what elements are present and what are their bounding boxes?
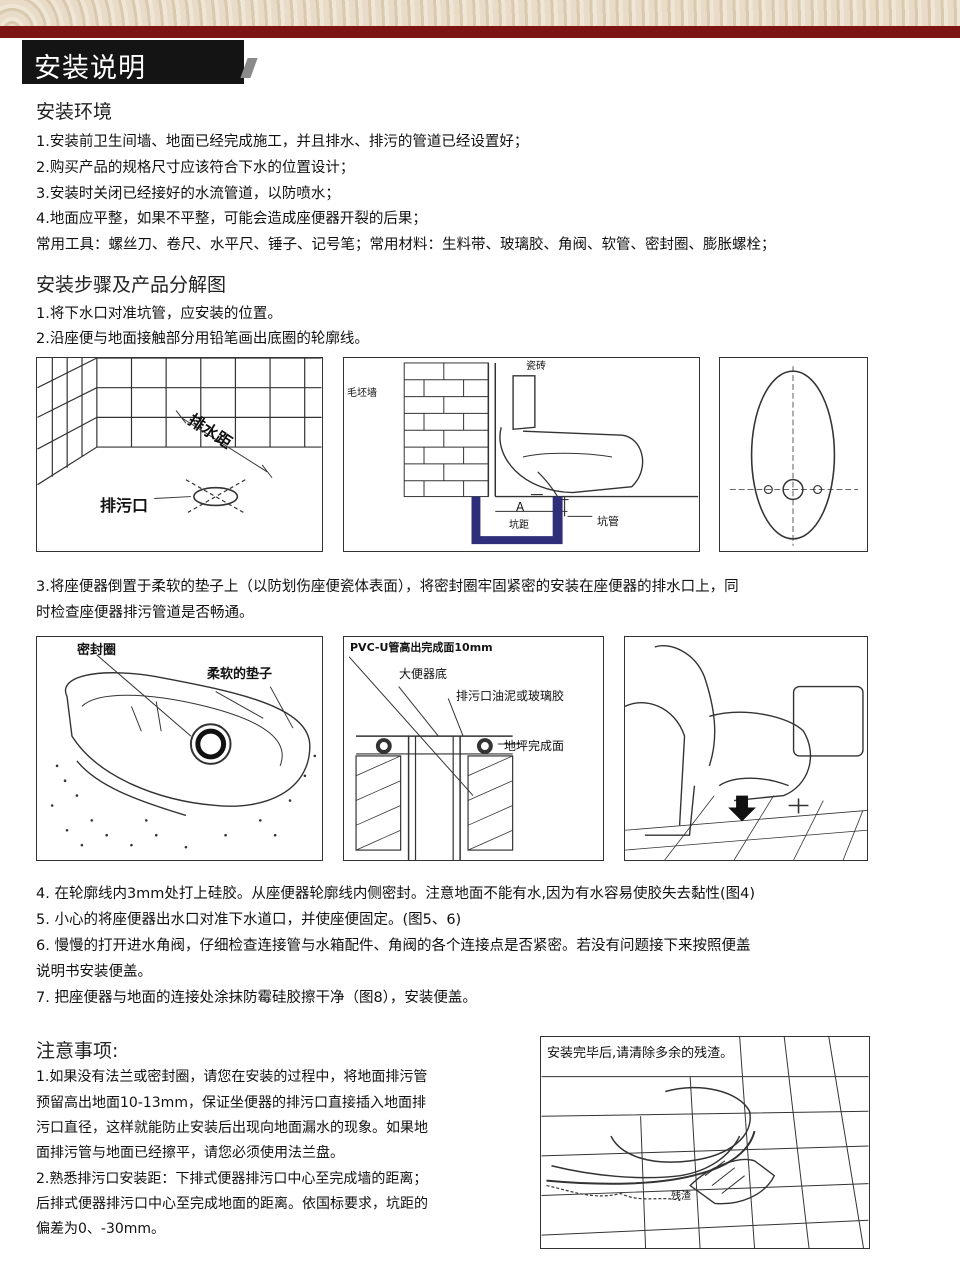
figure-placing-toilet bbox=[624, 636, 868, 861]
env-line-1: 1.安装前卫生间墙、地面已经完成施工，并且排水、排污的管道已经设置好； bbox=[36, 134, 529, 150]
cleanup-caption: 安装完毕后,请清除多余的残渣。 bbox=[547, 1046, 734, 1061]
env-heading: 安装环境 bbox=[36, 101, 113, 123]
note-line-2: 预留高出地面10-13mm，保证坐便器的排污口直接插入地面排 bbox=[36, 1095, 426, 1111]
pit-distance-label: 坑距 bbox=[509, 520, 529, 531]
note-line-1: 1.如果没有法兰或密封圈，请您在安装的过程中，将地面排污管 bbox=[36, 1069, 428, 1085]
figure-cleanup: 安装完毕后,请清除多余的残渣。 残渣 bbox=[540, 1036, 870, 1249]
step-6-line-1: 6. 慢慢的打开进水角阀，仔细检查连接管与水箱配件、角阀的各个连接点是否紧密。若… bbox=[36, 938, 751, 954]
step-3-line-1: 3.将座便器倒置于柔软的垫子上（以防划伤座便瓷体表面），将密封圈牢固紧密的安装在… bbox=[36, 579, 739, 595]
step-1: 1.将下水口对准坑管，应安装的位置。 bbox=[36, 306, 282, 322]
figure-drain-distance: 排水距 排污口 bbox=[36, 357, 323, 552]
decorative-top-band bbox=[0, 0, 960, 26]
title-banner: 安装说明 bbox=[22, 40, 244, 84]
outline-drawing bbox=[729, 366, 859, 546]
seal-ring-drawing bbox=[50, 654, 317, 849]
drain-outlet-label: 排污口 bbox=[100, 496, 149, 515]
note-line-3: 污口直径，这样就能防止安装后出现向地面漏水的现象。如果地 bbox=[36, 1120, 428, 1136]
putty-label: 排污口油泥或玻璃胶 bbox=[456, 689, 565, 703]
figure-pit-distance: 瓷砖 毛坯墙 A 坑距 坑管 bbox=[343, 357, 700, 552]
figure-pipe-section: PVC-U管高出完成面10mm 大便器底 排污口油泥或玻璃胶 地坪完成面 bbox=[343, 636, 604, 861]
steps-heading: 安装步骤及产品分解图 bbox=[36, 274, 227, 296]
notes-heading: 注意事项: bbox=[36, 1040, 119, 1062]
figure-outline bbox=[719, 357, 868, 552]
figure-seal-ring: 密封圈 柔软的垫子 bbox=[36, 636, 323, 861]
pipe-section-drawing bbox=[348, 656, 523, 860]
dimension-a-label: A bbox=[516, 500, 525, 514]
tile-label: 瓷砖 bbox=[526, 361, 546, 372]
residue-label: 残渣 bbox=[671, 1191, 691, 1202]
step-2: 2.沿座便与地面接触部分用铅笔画出底圈的轮廓线。 bbox=[36, 331, 369, 347]
soft-pad-label: 柔软的垫子 bbox=[207, 667, 273, 682]
step-7: 7. 把座便器与地面的连接处涂抹防霉硅胶擦干净（图8），安装便盖。 bbox=[36, 990, 477, 1006]
page-title: 安装说明 bbox=[34, 53, 146, 84]
drain-distance-drawing bbox=[37, 358, 322, 513]
header-color-bar bbox=[0, 26, 960, 38]
pvc-note-label: PVC-U管高出完成面10mm bbox=[350, 641, 493, 654]
env-tools-line: 常用工具：螺丝刀、卷尺、水平尺、锤子、记号笔；常用材料：生料带、玻璃胶、角阀、软… bbox=[36, 237, 776, 253]
placing-toilet-drawing bbox=[625, 645, 867, 860]
env-line-4: 4.地面应平整，如果不平整，可能会造成座便器开裂的后果； bbox=[36, 211, 427, 227]
seal-ring-label: 密封圈 bbox=[77, 643, 117, 658]
env-line-2: 2.购买产品的规格尺寸应该符合下水的位置设计； bbox=[36, 160, 355, 176]
cleanup-drawing bbox=[541, 1037, 869, 1248]
note-line-7: 偏差为0、-30mm。 bbox=[36, 1221, 166, 1237]
toilet-base-label: 大便器底 bbox=[399, 667, 448, 681]
step-6-line-2: 说明书安装便盖。 bbox=[36, 964, 152, 980]
step-5: 5. 小心的将座便器出水口对准下水道口，并使座便固定。(图5、6) bbox=[36, 912, 462, 928]
note-line-6: 后排式便器排污口中心至完成地面的距离。依国标要求，坑距的 bbox=[36, 1196, 428, 1212]
pit-distance-drawing bbox=[403, 362, 699, 545]
note-line-5: 2.熟悉排污口安装距：下排式便器排污口中心至完成墙的距离； bbox=[36, 1171, 428, 1187]
step-4: 4. 在轮廓线内3mm处打上硅胶。从座便器轮廓线内侧密封。注意地面不能有水,因为… bbox=[36, 886, 756, 902]
step-3-line-2: 时检查座便器排污管道是否畅通。 bbox=[36, 605, 254, 621]
note-line-4: 面排污管与地面已经擦平，请您必须使用法兰盘。 bbox=[36, 1145, 344, 1161]
rough-wall-label: 毛坯墙 bbox=[347, 388, 377, 399]
env-line-3: 3.安装时关闭已经接好的水流管道，以防喷水； bbox=[36, 186, 340, 202]
pit-pipe-label: 坑管 bbox=[597, 515, 619, 528]
floor-label: 地坪完成面 bbox=[504, 739, 565, 753]
